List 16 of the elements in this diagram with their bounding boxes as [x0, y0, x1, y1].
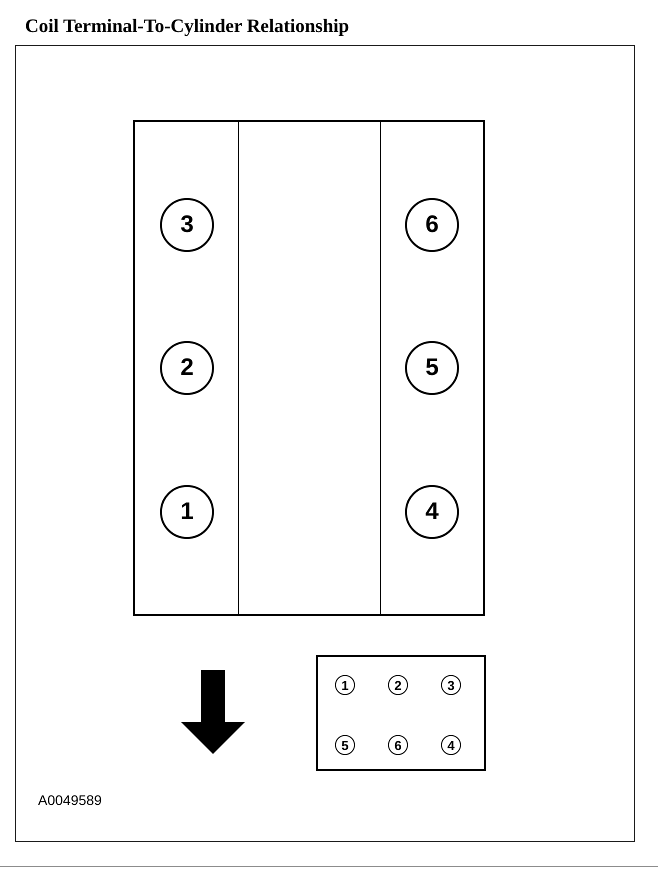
terminal-number: 3: [441, 675, 461, 695]
cylinder-number: 3: [160, 198, 214, 252]
engine-block: [133, 120, 485, 616]
diagram-title: Coil Terminal-To-Cylinder Relationship: [25, 16, 350, 38]
terminal-number: 6: [388, 735, 408, 755]
terminal-number: 5: [335, 735, 355, 755]
terminal-number: 1: [335, 675, 355, 695]
cylinder-number: 1: [160, 485, 214, 539]
cylinder-number: 2: [160, 341, 214, 395]
cylinder-number: 4: [405, 485, 459, 539]
figure-code: A0049589: [38, 792, 102, 808]
terminal-number: 4: [441, 735, 461, 755]
terminal-number: 2: [388, 675, 408, 695]
cylinder-number: 5: [405, 341, 459, 395]
cylinder-number: 6: [405, 198, 459, 252]
coil-pack: [316, 655, 486, 771]
